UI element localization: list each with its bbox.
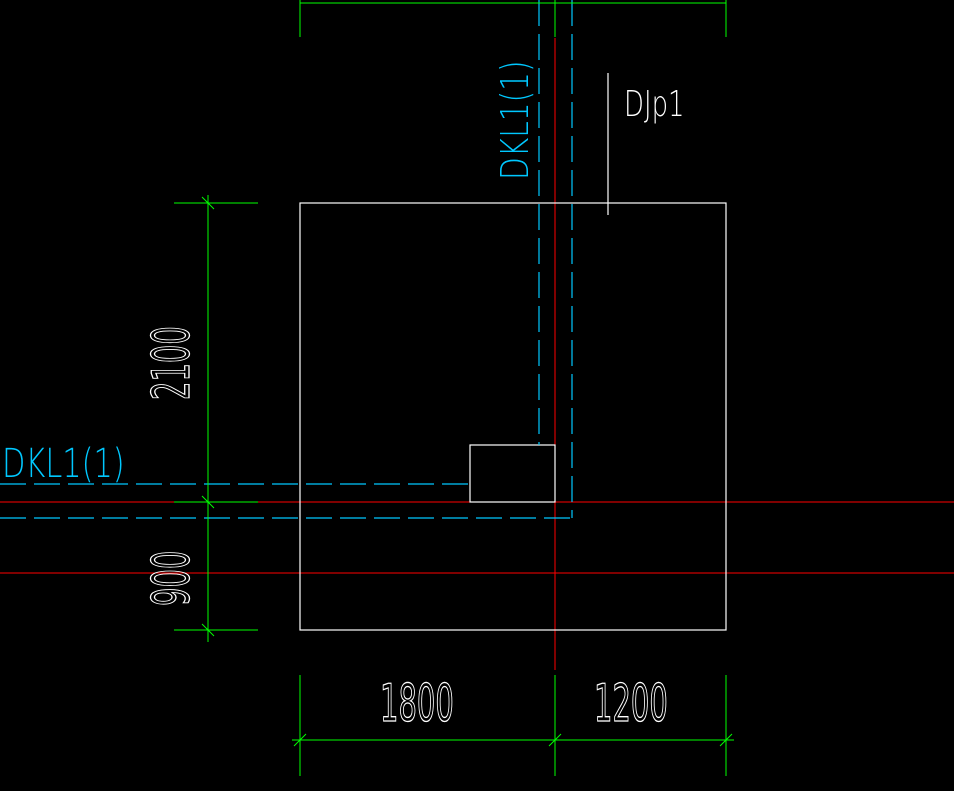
dim-vertical-tick-bottom xyxy=(201,623,215,637)
dim-bottom-tick-mid xyxy=(548,733,562,747)
column-block xyxy=(469,444,556,503)
foundation-outline xyxy=(299,73,727,631)
beam-dashed-lines xyxy=(0,0,573,519)
dim-bottom-tick-right xyxy=(719,733,733,747)
foundation-tag-label: DJp1 xyxy=(624,84,685,125)
dim-vertical-tick-top xyxy=(201,196,215,210)
dim-horizontal-left-text: 1800 xyxy=(380,674,454,734)
foundation-pad xyxy=(299,202,727,631)
beam-horizontal-tag-label: DKL1(1) xyxy=(2,441,125,487)
beam-vertical-tag-label: DKL1(1) xyxy=(493,60,538,180)
dim-horizontal-right-text: 1200 xyxy=(594,674,668,734)
dim-bottom-tick-left xyxy=(293,733,307,747)
dim-vertical-lower-text: 900 xyxy=(142,551,202,606)
dim-vertical-upper-text: 2100 xyxy=(142,326,202,400)
dim-vertical-tick-mid xyxy=(201,495,215,509)
dimension-lines xyxy=(174,0,734,776)
